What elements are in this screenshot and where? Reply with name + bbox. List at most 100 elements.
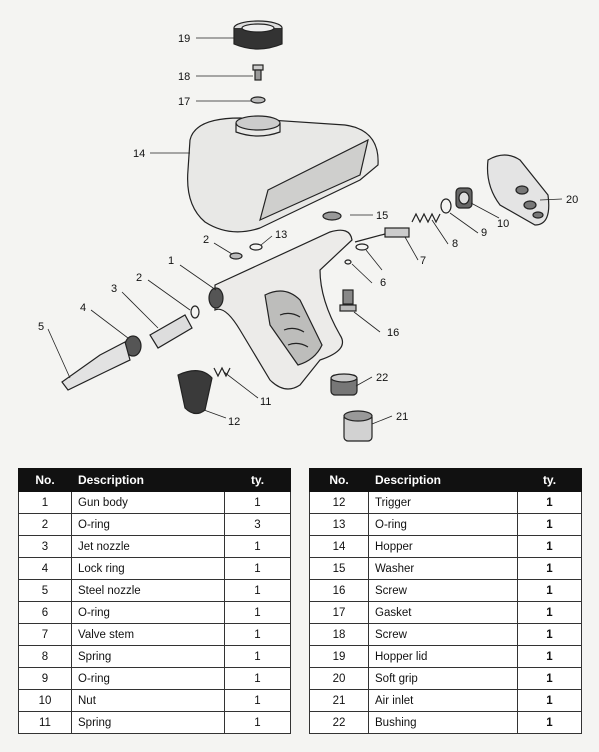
cell-no: 19 [309, 645, 369, 668]
cell-no: 1 [18, 491, 72, 514]
callout-6: 6 [380, 277, 386, 289]
cell-qty: 1 [224, 667, 291, 690]
cell-description: O-ring [71, 513, 225, 536]
cell-qty: 3 [224, 513, 291, 536]
nut-part [455, 187, 473, 209]
cell-description: Gasket [368, 601, 518, 624]
table-header-row: No. Description ty. [309, 468, 582, 492]
jet-nozzle-part [149, 314, 193, 349]
callout-16: 16 [387, 327, 399, 339]
washer-part [322, 211, 342, 221]
cell-qty: 1 [224, 711, 291, 734]
oring-part-2a [229, 252, 243, 260]
trigger-part [177, 370, 213, 415]
screw-part-16 [339, 289, 357, 312]
oring-part-13 [249, 243, 263, 251]
cell-no: 2 [18, 513, 72, 536]
cell-no: 4 [18, 557, 72, 580]
cell-description: Lock ring [71, 557, 225, 580]
header-qty: ty. [224, 468, 291, 492]
cell-qty: 1 [517, 711, 582, 734]
callout-22: 22 [376, 372, 388, 384]
callout-8: 8 [452, 238, 458, 250]
bushing-part [330, 373, 358, 396]
callout-17: 17 [178, 96, 190, 108]
oring-part-9 [440, 198, 452, 214]
callout-2a: 2 [203, 234, 209, 246]
cell-description: O-ring [71, 601, 225, 624]
cell-no: 3 [18, 535, 72, 558]
header-description: Description [71, 468, 225, 492]
header-no: No. [18, 468, 72, 492]
cell-qty: 1 [517, 667, 582, 690]
cell-qty: 1 [517, 623, 582, 646]
spring-part-8 [411, 212, 441, 224]
valve-stem-part [354, 227, 410, 243]
air-inlet-part [343, 410, 373, 442]
cell-description: Trigger [368, 491, 518, 514]
cell-description: Valve stem [71, 623, 225, 646]
oring-part-2c [190, 305, 200, 319]
soft-grip-part [486, 154, 550, 226]
cell-no: 14 [309, 535, 369, 558]
cell-qty: 1 [517, 513, 582, 536]
cell-description: Screw [368, 623, 518, 646]
exploded-parts-diagram: 19 18 17 14 15 13 2 1 2 3 4 5 6 7 8 9 10… [38, 20, 578, 442]
oring-part-2b [355, 243, 369, 251]
cell-description: O-ring [368, 513, 518, 536]
oring-part-6 [344, 259, 352, 265]
cell-no: 20 [309, 667, 369, 690]
cell-no: 9 [18, 667, 72, 690]
cell-no: 16 [309, 579, 369, 602]
cell-qty: 1 [224, 689, 291, 712]
hopper-part [187, 115, 379, 233]
cell-qty: 1 [517, 689, 582, 712]
cell-no: 21 [309, 689, 369, 712]
cell-qty: 1 [517, 491, 582, 514]
callout-21: 21 [396, 411, 408, 423]
cell-qty: 1 [224, 557, 291, 580]
cell-no: 10 [18, 689, 72, 712]
cell-description: Spring [71, 711, 225, 734]
hopper-lid-part [233, 20, 283, 50]
callout-20: 20 [566, 194, 578, 206]
cell-qty: 1 [517, 535, 582, 558]
screw-part-18 [252, 64, 264, 81]
cell-no: 11 [18, 711, 72, 734]
cell-no: 15 [309, 557, 369, 580]
cell-qty: 1 [224, 535, 291, 558]
cell-no: 18 [309, 623, 369, 646]
cell-qty: 1 [224, 623, 291, 646]
cell-description: Screw [368, 579, 518, 602]
cell-description: Gun body [71, 491, 225, 514]
cell-qty: 1 [224, 645, 291, 668]
callout-4: 4 [80, 302, 86, 314]
cell-description: Soft grip [368, 667, 518, 690]
callout-7: 7 [420, 255, 426, 267]
cell-qty: 1 [224, 579, 291, 602]
callout-14: 14 [133, 148, 145, 160]
cell-description: Washer [368, 557, 518, 580]
callout-1: 1 [168, 255, 174, 267]
header-no: No. [309, 468, 369, 492]
callout-19: 19 [178, 33, 190, 45]
cell-description: Nut [71, 689, 225, 712]
callout-2b: 2 [136, 272, 142, 284]
callout-10: 10 [497, 218, 509, 230]
callout-13: 13 [275, 229, 287, 241]
